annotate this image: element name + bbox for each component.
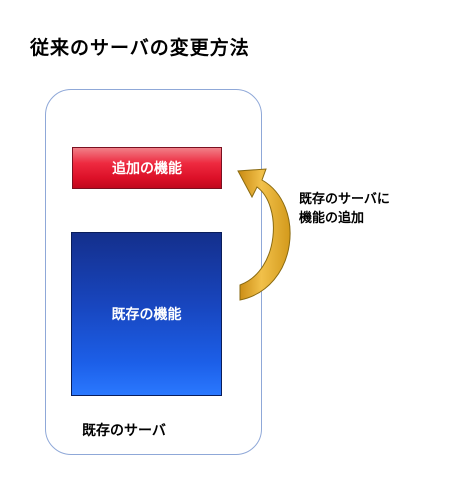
added-feature-label: 追加の機能 <box>112 161 182 177</box>
arrow-annotation: 既存のサーバに 機能の追加 <box>299 190 390 228</box>
added-feature-box: 追加の機能 <box>72 147 222 189</box>
arrow-annotation-line2: 機能の追加 <box>299 211 365 226</box>
arrow-annotation-line1: 既存のサーバに <box>299 192 390 207</box>
existing-feature-box: 既存の機能 <box>71 232 222 396</box>
existing-server-label: 既存のサーバ <box>82 423 166 439</box>
existing-feature-label: 既存の機能 <box>111 307 182 323</box>
page-title: 従来のサーバの変更方法 <box>30 37 250 59</box>
